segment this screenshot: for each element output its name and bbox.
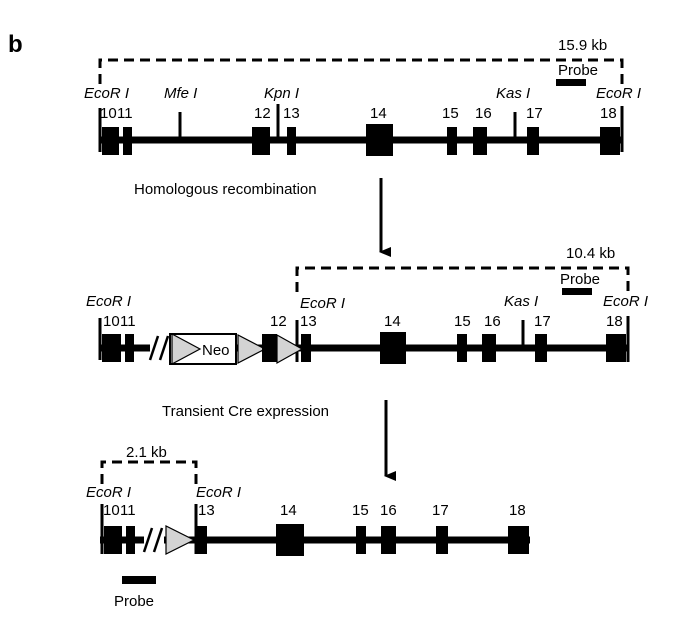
del-site-ecori-right: EcoR I — [196, 484, 241, 501]
wt-site-ecori-right: EcoR I — [596, 85, 641, 102]
tg-break-mark — [148, 335, 160, 361]
tg-exon-box — [125, 334, 134, 362]
del-exon-box — [436, 526, 448, 554]
tg-exon-box — [606, 334, 626, 362]
del-exon-label: 16 — [380, 502, 397, 519]
del-break-mark — [142, 527, 154, 553]
wt-site-kpni: Kpn I — [264, 85, 299, 102]
del-exon-box — [104, 526, 122, 554]
wt-site-kasi: Kas I — [496, 85, 530, 102]
tg-exon-label: 11 — [120, 313, 136, 330]
del-exon-label: 15 — [352, 502, 369, 519]
wt-exon-label: 10 — [100, 105, 117, 122]
tg-exon-box — [457, 334, 467, 362]
del-fragment-size: 2.1 kb — [126, 444, 167, 461]
del-exon-label: 14 — [280, 502, 297, 519]
loxp-site-triangle — [165, 525, 196, 555]
tg-site-ecori-right: EcoR I — [603, 293, 648, 310]
tg-site-ecori-left: EcoR I — [86, 293, 131, 310]
tg-exon-label: 10 — [103, 313, 120, 330]
wt-exon-label: 18 — [600, 105, 617, 122]
tg-exon-label: 17 — [534, 313, 551, 330]
del-exon-box — [381, 526, 396, 554]
del-break-mark — [152, 527, 164, 553]
tg-probe-label: Probe — [560, 271, 600, 288]
wt-exon-label: 14 — [370, 105, 387, 122]
wt-fragment-bracket — [98, 58, 624, 84]
loxp-site-triangle — [171, 332, 202, 366]
wt-exon-box — [600, 127, 620, 155]
wt-exon-label: 16 — [475, 105, 492, 122]
wt-exon-box — [252, 127, 270, 155]
tg-site-ecori-mid: EcoR I — [300, 295, 345, 312]
tg-fragment-size: 10.4 kb — [566, 245, 615, 262]
wt-exon-box — [366, 124, 393, 156]
del-exon-box — [356, 526, 366, 554]
del-exon-label: 11 — [120, 502, 136, 519]
tg-exon-label: 18 — [606, 313, 623, 330]
del-probe-bar — [122, 576, 156, 584]
tg-exon-box — [380, 332, 406, 364]
tg-exon-box — [535, 334, 547, 362]
wt-probe-label: Probe — [558, 62, 598, 79]
tg-exon-label: 12 — [270, 313, 287, 330]
tg-break-mark — [158, 335, 170, 361]
del-exon-label: 18 — [509, 502, 526, 519]
loxp-site-triangle — [276, 333, 304, 365]
del-exon-label: 17 — [432, 502, 449, 519]
wt-exon-box — [287, 127, 296, 155]
wt-fragment-size: 15.9 kb — [558, 37, 607, 54]
tg-exon-box — [482, 334, 496, 362]
del-probe-label: Probe — [114, 593, 154, 610]
wt-exon-label: 12 — [254, 105, 271, 122]
tg-exon-box — [301, 334, 311, 362]
tg-exon-label: 15 — [454, 313, 471, 330]
panel-label: b — [8, 31, 23, 58]
loxp-site-triangle — [237, 334, 267, 364]
del-exon-box — [126, 526, 135, 554]
tg-site-kasi: Kas I — [504, 293, 538, 310]
wt-exon-label: 13 — [283, 105, 300, 122]
del-exon-label: 13 — [198, 502, 215, 519]
wt-probe-bar — [556, 79, 586, 86]
del-exon-box — [508, 526, 529, 554]
del-exon-box — [197, 526, 207, 554]
wt-exon-label: 15 — [442, 105, 459, 122]
tg-exon-box — [262, 334, 277, 362]
wt-site-ecori-left: EcoR I — [84, 85, 129, 102]
del-exon-label: 10 — [103, 502, 120, 519]
del-fragment-bracket — [100, 460, 198, 484]
wt-site-mfei: Mfe I — [164, 85, 197, 102]
tg-exon-box — [102, 334, 121, 362]
tg-exon-label: 16 — [484, 313, 501, 330]
tg-probe-bar — [562, 288, 592, 295]
step-homologous-recombination: Homologous recombination — [134, 181, 317, 198]
wt-exon-box — [102, 127, 119, 155]
del-exon-box — [276, 524, 304, 556]
targeted-allele: 10.4 kb Probe EcoR I EcoR I Kas I EcoR I… — [86, 245, 648, 366]
tg-exon-label: 13 — [300, 313, 317, 330]
wt-exon-box — [123, 127, 132, 155]
wt-exon-box — [527, 127, 539, 155]
wt-exon-box — [473, 127, 487, 155]
wt-exon-label: 17 — [526, 105, 543, 122]
step-transient-cre-expression: Transient Cre expression — [162, 403, 329, 420]
neo-label: Neo — [202, 342, 230, 359]
tg-exon-label: 14 — [384, 313, 401, 330]
wt-exon-label: 11 — [117, 105, 133, 122]
wt-exon-box — [447, 127, 457, 155]
deleted-allele: 2.1 kb EcoR I EcoR I 10 11 13 14 15 16 1… — [86, 444, 530, 610]
wild-type-allele: 15.9 kb Probe EcoR I Mfe I Kpn I Kas I E… — [84, 37, 641, 156]
del-site-ecori-left: EcoR I — [86, 484, 131, 501]
